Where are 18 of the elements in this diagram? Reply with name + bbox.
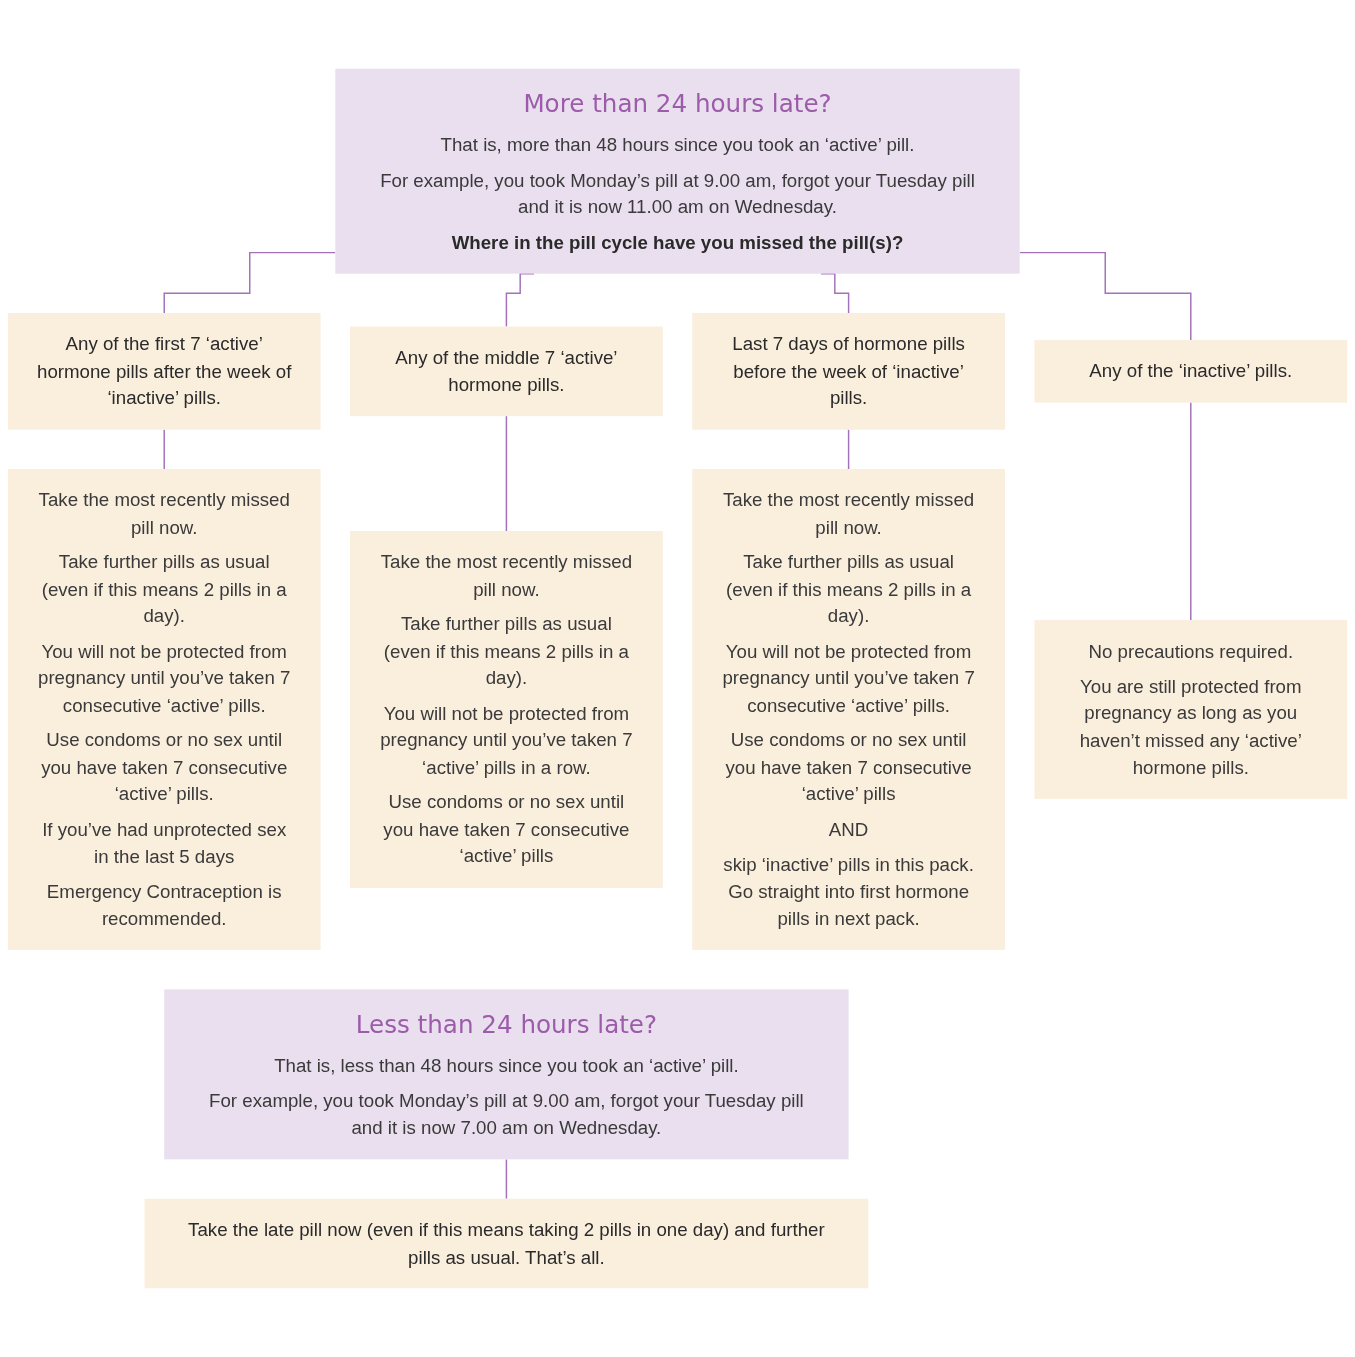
- connector: [505, 415, 508, 532]
- node-box: Take the most recently missed pill now. Take further pills as usual (even if this means 2 pills in a day). You will not be protected from pregnancy until you’ve taken 7 consecutive ‘active’ pills. Use condoms or no sex until you have taken 7 consecutive ‘active’ pills. If you’ve had unprotected sex in the last 5 days Emergency Contraception is recommended.: [7, 469, 321, 951]
- connector: [1018, 251, 1192, 341]
- node-box: Less than 24 hours late? That is, less than 48 hours since you took an ‘active’ pill. For example, you took Monday’s pill at 9.00 am, forgot your Tuesday pill and it is now 7.00 am on Wednesday.: [164, 989, 849, 1160]
- node-box: Any of the middle 7 ‘active’ hormone pills.: [350, 326, 663, 417]
- node-box: Take the most recently missed pill now. Take further pills as usual (even if this means 2 pills in a day). You will not be protected from pregnancy until you’ve taken 7 ‘active’ pills in a row. Use condoms or no sex until you have taken 7 consecutive ‘active’ pills: [350, 531, 663, 888]
- connector: [505, 1158, 508, 1200]
- node-box: More than 24 hours late? That is, more than 48 hours since you took an ‘active’ pill. For example, you took Monday’s pill at 9.00 am, forgot your Tuesday pill and it is now 11.00 am on Wednesday. Where in the pill cycle have you missed the pill(s)?: [335, 68, 1020, 274]
- node-box: No precautions required. You are still protected from pregnancy as long as you haven’t missed any ‘active’ hormone pills.: [1034, 620, 1348, 799]
- connector: [847, 428, 850, 470]
- node-box: Any of the first 7 ‘active’ hormone pills after the week of ‘inactive’ pills.: [7, 313, 321, 430]
- connector: [163, 428, 165, 470]
- node-box: Last 7 days of hormone pills before the week of ‘inactive’ pills.: [692, 313, 1005, 430]
- node-box: Take the late pill now (even if this means taking 2 pills in one day) and further pills as usual. That’s all.: [144, 1198, 869, 1289]
- connector: [1190, 401, 1192, 621]
- node-box: Any of the ‘inactive’ pills.: [1034, 340, 1348, 403]
- connector: [163, 251, 337, 314]
- node-box: Take the most recently missed pill now. Take further pills as usual (even if this means 2 pills in a day). You will not be protected from pregnancy until you’ve taken 7 consecutive ‘active’ pills. Use condoms or no sex until you have taken 7 consecutive ‘active’ pills AND skip ‘inactive’ pills in this pack. Go straight into first hormone pills in next pack.: [692, 469, 1005, 951]
